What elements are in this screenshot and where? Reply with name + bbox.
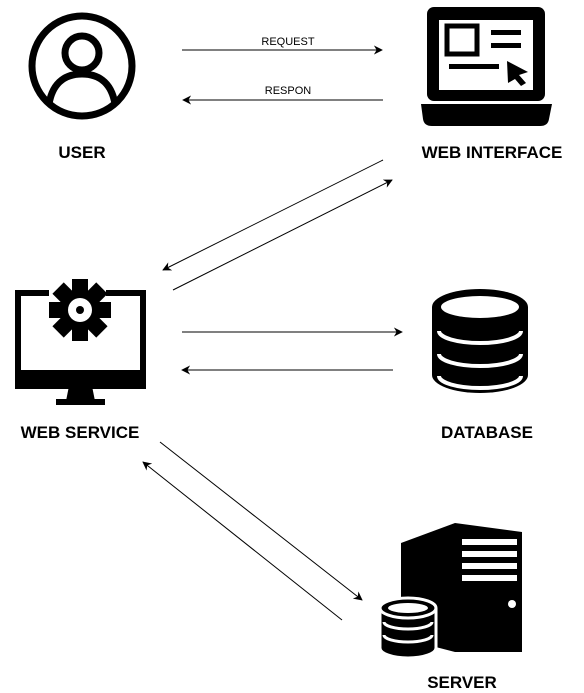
- node-web-interface[interactable]: WEB INTERFACE: [421, 7, 562, 162]
- edge-web-service-to-web-interface[interactable]: [172, 179, 393, 291]
- server-tower-icon: [378, 523, 522, 660]
- monitor-gear-icon: [15, 279, 146, 405]
- web-interface-label: WEB INTERFACE: [422, 143, 563, 162]
- node-server[interactable]: SERVER: [378, 523, 522, 692]
- database-label: DATABASE: [441, 423, 533, 442]
- node-database[interactable]: DATABASE: [432, 289, 533, 442]
- node-web-service[interactable]: WEB SERVICE: [15, 279, 146, 442]
- edge-web-interface-to-web-service[interactable]: [162, 159, 384, 271]
- web-service-label: WEB SERVICE: [21, 423, 140, 442]
- database-icon: [432, 289, 528, 393]
- user-label: USER: [58, 143, 105, 162]
- user-icon: [28, 12, 136, 120]
- respon-label: RESPON: [265, 85, 312, 97]
- server-database-icon: [378, 596, 438, 660]
- edge-web-service-to-server[interactable]: [159, 441, 363, 601]
- node-user[interactable]: USER: [28, 12, 136, 162]
- laptop-icon: [421, 7, 552, 126]
- edge-web-interface-to-user[interactable]: RESPON: [182, 85, 383, 105]
- edge-server-to-web-service[interactable]: [142, 461, 343, 621]
- server-label: SERVER: [427, 673, 497, 692]
- request-label: REQUEST: [261, 36, 314, 48]
- gear-icon: [49, 279, 111, 341]
- edge-user-to-web-interface[interactable]: REQUEST: [182, 36, 383, 55]
